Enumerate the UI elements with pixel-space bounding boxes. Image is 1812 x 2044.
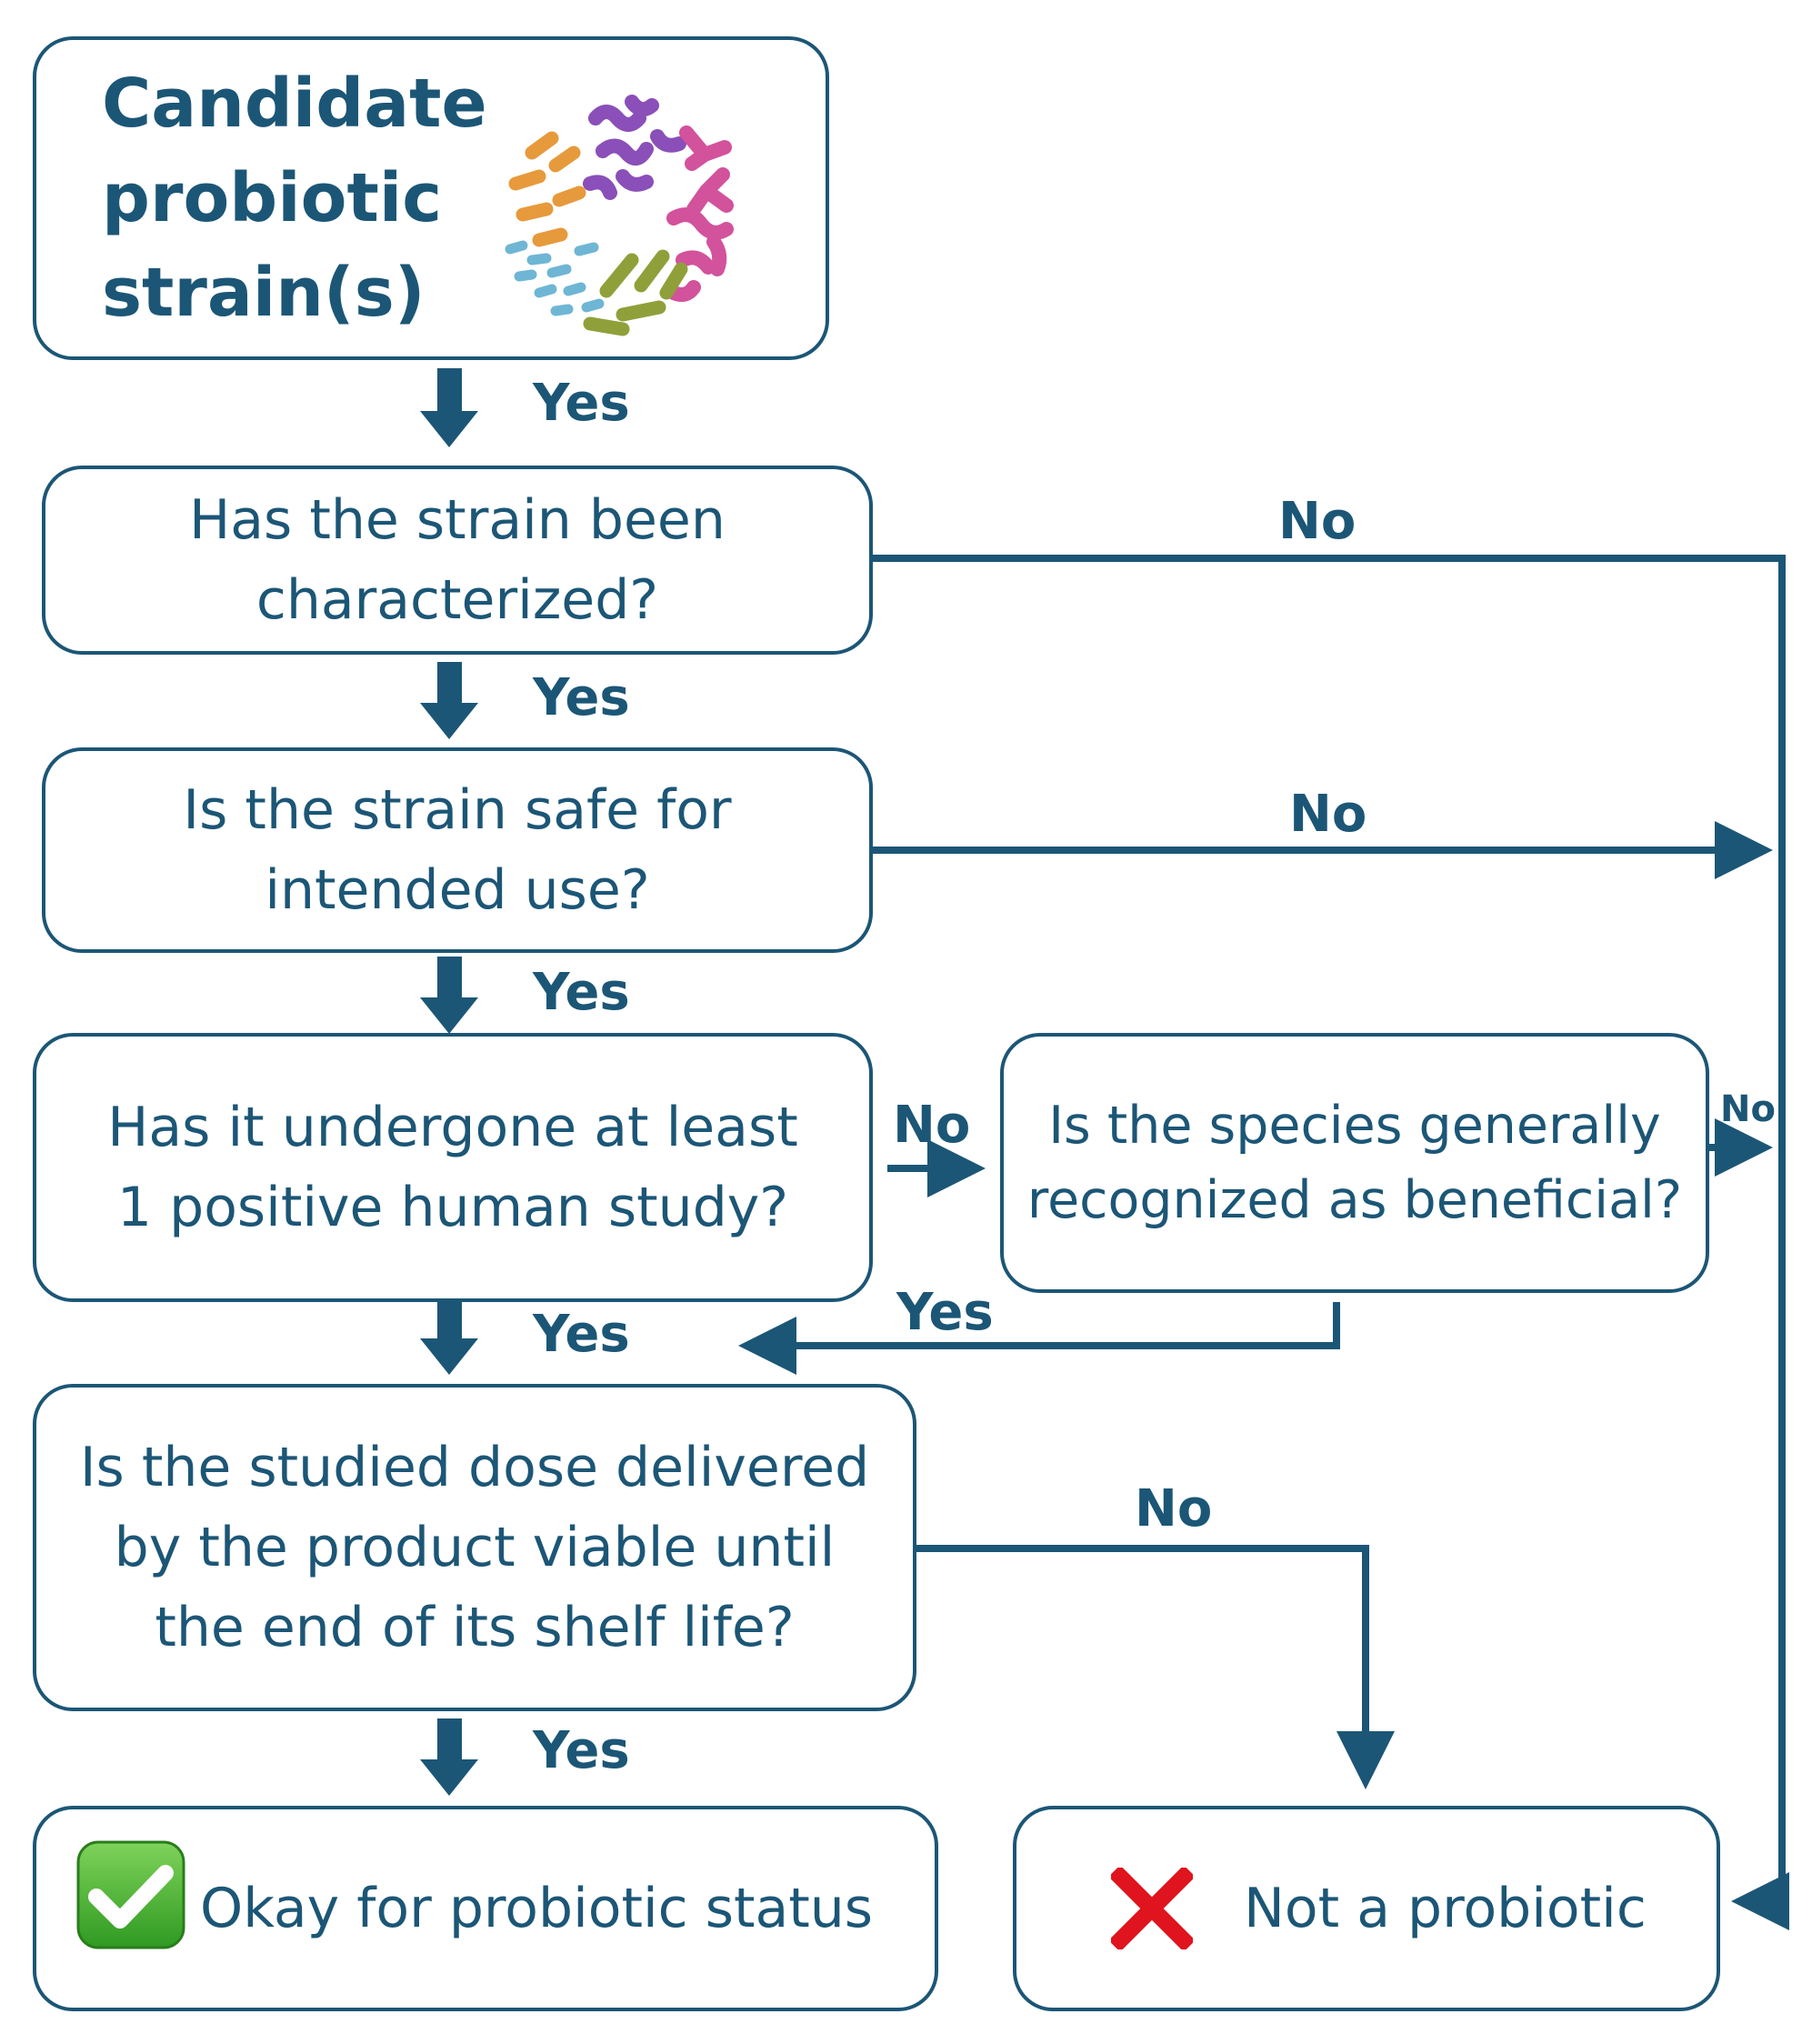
- line-dose-no: [916, 1545, 1395, 1789]
- node-okay: Okay for probiotic status: [33, 1806, 938, 2011]
- label-characterized-no: No: [1278, 492, 1356, 551]
- node-okay-label: Okay for probiotic status: [200, 1877, 874, 1940]
- node-not-probiotic-label: Not a probiotic: [1244, 1877, 1647, 1940]
- no-paths: [738, 555, 1789, 1930]
- label-species-yes: Yes: [896, 1283, 994, 1342]
- label-dose-yes: Yes: [533, 1721, 630, 1780]
- arrow-start-to-characterized: [420, 368, 478, 447]
- label-safe-no: No: [1289, 785, 1367, 844]
- line-characterized-no: [873, 555, 1789, 1930]
- arrow-human-study-to-dose: [420, 1298, 478, 1375]
- node-species-beneficial-label: Is the species generally recognized as b…: [1026, 1096, 1683, 1230]
- node-species-beneficial: Is the species generally recognized as b…: [1000, 1033, 1709, 1293]
- green-check-icon: [76, 1840, 185, 1949]
- node-safe-label: Is the strain safe for intended use?: [183, 778, 732, 922]
- node-not-probiotic: Not a probiotic: [1013, 1806, 1720, 2011]
- node-candidate-strain-label: Candidate probiotic strain(s): [102, 65, 487, 332]
- arrow-safe-to-human-study: [420, 957, 478, 1034]
- line-species-yes: [738, 1302, 1340, 1375]
- label-start-yes: Yes: [533, 374, 630, 433]
- node-human-study-label: Has it undergone at least 1 positive hum…: [107, 1096, 798, 1239]
- label-dose-no: No: [1135, 1479, 1213, 1538]
- red-x-icon: [1111, 1868, 1193, 1949]
- node-dose-viable: Is the studied dose delivered by the pro…: [33, 1384, 916, 1711]
- node-human-study: Has it undergone at least 1 positive hum…: [33, 1033, 873, 1302]
- label-species-no: No: [1720, 1088, 1776, 1130]
- node-dose-viable-label: Is the studied dose delivered by the pro…: [79, 1436, 870, 1659]
- node-characterized: Has the strain been characterized?: [42, 466, 873, 655]
- node-safe: Is the strain safe for intended use?: [42, 747, 873, 953]
- yes-down-arrows: [420, 368, 478, 1796]
- arrow-characterized-to-safe: [420, 662, 478, 739]
- label-human-study-no: No: [893, 1096, 971, 1155]
- label-safe-yes: Yes: [533, 963, 630, 1022]
- bacteria-cluster-icon: [505, 95, 734, 336]
- label-human-study-yes: Yes: [533, 1305, 630, 1364]
- arrow-dose-to-okay: [420, 1718, 478, 1796]
- node-characterized-label: Has the strain been characterized?: [189, 488, 726, 632]
- label-characterized-yes: Yes: [533, 668, 630, 727]
